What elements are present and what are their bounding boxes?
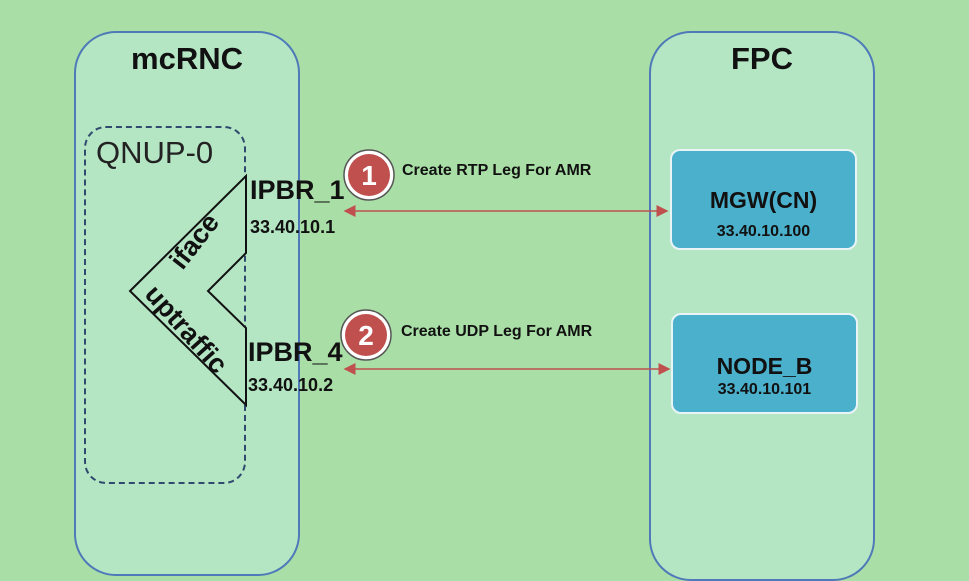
chevron-shape — [128, 173, 247, 408]
nodeb-name: NODE_B — [716, 353, 813, 379]
mgw-node: MGW(CN) 33.40.10.100 — [670, 149, 857, 250]
ipbr4-ip: 33.40.10.2 — [248, 375, 334, 395]
qnup-title: QNUP-0 — [96, 135, 214, 170]
ipbr1-name: IPBR_1 — [250, 175, 345, 205]
nodeb-ip: 33.40.10.101 — [717, 381, 812, 398]
ipbr4-name: IPBR_4 — [248, 337, 343, 367]
step-2-label: Create UDP Leg For AMR — [401, 323, 593, 340]
step-2-number: 2 — [358, 320, 374, 351]
qnup-group-box — [84, 126, 246, 484]
fpc-panel: FPC — [649, 31, 875, 581]
mcrnc-title: mcRNC — [131, 41, 243, 76]
step-2-badge: 2 — [340, 309, 392, 361]
step-1-badge: 1 — [343, 149, 395, 201]
step-1-number: 1 — [361, 160, 377, 191]
nodeb-node: NODE_B 33.40.10.101 — [671, 313, 858, 414]
mgw-ip: 33.40.10.100 — [716, 223, 811, 240]
fpc-title: FPC — [731, 41, 793, 76]
ipbr1-ip: 33.40.10.1 — [250, 217, 336, 237]
step-1-label: Create RTP Leg For AMR — [402, 162, 592, 179]
mgw-name: MGW(CN) — [709, 187, 818, 213]
